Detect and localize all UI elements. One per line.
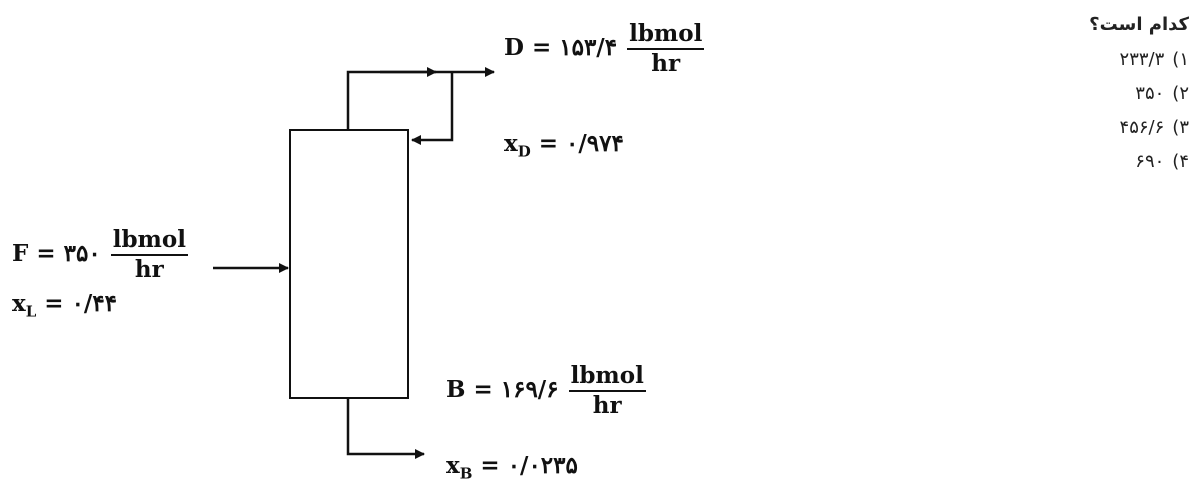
feed-comp-var: x [12,290,26,317]
distillate-flow-label: D = ۱۵۳/۴ lbmol hr [504,20,705,78]
option-4-number: ۴) [1172,151,1189,172]
question-title: کدام است؟ [1089,14,1189,35]
bottoms-unit: lbmol hr [568,363,646,420]
option-3-value: ۴۵۶/۶ [1119,117,1165,138]
feed-comp-value: ۰/۴۴ [71,290,118,317]
distillate-unit: lbmol hr [627,21,705,78]
option-2-number: ۲) [1172,83,1189,104]
option-3[interactable]: ۳) ۴۵۶/۶ [1089,111,1189,145]
distillate-unit-num: lbmol [627,21,705,51]
option-1-value: ۲۳۳/۳ [1119,49,1165,70]
feed-var: F [12,240,29,268]
bottoms-unit-num: lbmol [568,363,646,393]
bottoms-var: B [446,376,466,404]
reflux-line [411,72,454,145]
distillate-comp-value: ۰/۹۷۴ [566,130,624,157]
distillate-comp-var: x [504,130,518,157]
distillate-composition-label: xD = ۰/۹۷۴ [504,130,624,161]
bottoms-line [346,398,425,459]
distillate-var: D [504,34,524,62]
option-1[interactable]: ۱) ۲۳۳/۳ [1089,43,1189,77]
overhead-line [346,70,452,130]
option-2[interactable]: ۲) ۳۵۰ [1089,77,1189,111]
feed-unit-den: hr [134,256,164,284]
bottoms-comp-sub: B [459,464,473,483]
feed-flow-label: F = ۳۵۰ lbmol hr [12,226,188,284]
option-4[interactable]: ۴) ۶۹۰ [1089,145,1189,179]
feed-composition-label: xL = ۰/۴۴ [12,290,118,321]
option-2-value: ۳۵۰ [1135,83,1165,104]
distillate-comp-sub: D [517,142,531,161]
bottoms-comp-var: x [446,452,460,479]
question-block: کدام است؟ ۱) ۲۳۳/۳ ۲) ۳۵۰ ۳) ۴۵۶/۶ ۴) ۶۹۰ [1089,14,1189,179]
option-1-number: ۱) [1172,49,1189,70]
feed-value: ۳۵۰ [63,240,101,268]
feed-comp-sub: L [25,302,37,321]
distillation-column [289,129,409,399]
distillate-unit-den: hr [651,50,681,78]
bottoms-unit-den: hr [592,392,622,420]
bottoms-value: ۱۶۹/۶ [500,376,559,404]
option-3-number: ۳) [1172,117,1189,138]
feed-unit-num: lbmol [110,227,188,257]
distillate-value: ۱۵۳/۴ [559,34,618,62]
option-4-value: ۶۹۰ [1135,151,1165,172]
bottoms-flow-label: B = ۱۶۹/۶ lbmol hr [446,362,646,420]
bottoms-composition-label: xB = ۰/۰۲۳۵ [446,452,578,483]
feed-unit: lbmol hr [110,227,188,284]
bottoms-comp-value: ۰/۰۲۳۵ [507,452,578,479]
